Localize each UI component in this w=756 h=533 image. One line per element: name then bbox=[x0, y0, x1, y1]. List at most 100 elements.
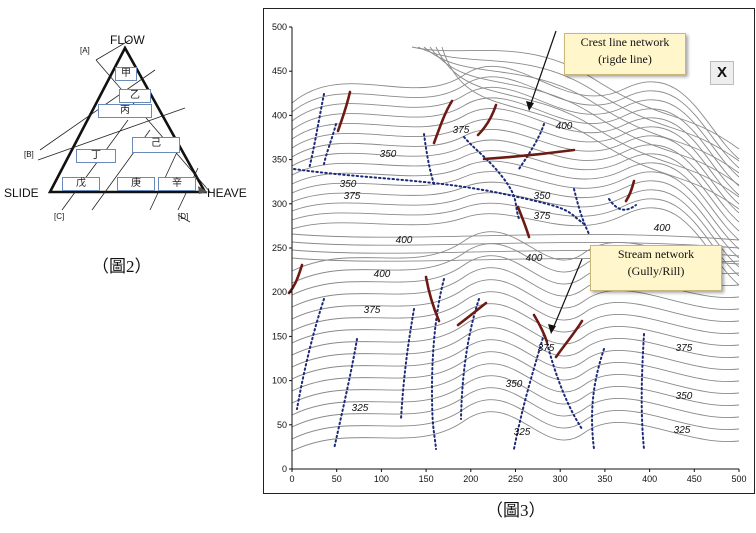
x-tick-label: 50 bbox=[332, 474, 342, 484]
contour-line bbox=[291, 351, 740, 392]
crest-line-callout: Crest line network (rigde line) bbox=[564, 33, 686, 75]
contour-label: 325 bbox=[514, 427, 531, 438]
ternary-cell-jia: 甲 bbox=[115, 67, 137, 81]
contour-label: 400 bbox=[556, 121, 573, 132]
contour-line bbox=[429, 46, 740, 186]
stream-arrow-head bbox=[548, 324, 556, 334]
crest-callout-sub: (rigde line) bbox=[598, 52, 652, 66]
contour-line bbox=[291, 387, 740, 428]
marker-b: [B] bbox=[24, 150, 34, 159]
guide-line-a bbox=[95, 59, 211, 193]
guide-line-a2 bbox=[39, 69, 156, 151]
marker-c: [C] bbox=[54, 212, 65, 221]
stream-line bbox=[608, 198, 637, 211]
figure2-caption: （圖2） bbox=[92, 257, 152, 276]
stream-line bbox=[400, 308, 415, 420]
x-tick-label: 500 bbox=[731, 474, 746, 484]
y-tick-label: 50 bbox=[277, 420, 287, 430]
ternary-outer-triangle bbox=[47, 45, 208, 194]
contour-line bbox=[291, 76, 740, 169]
marker-a: [A] bbox=[80, 46, 90, 55]
y-tick-label: 0 bbox=[282, 464, 287, 474]
y-tick-label: 200 bbox=[272, 287, 287, 297]
contour-label: 350 bbox=[340, 179, 357, 190]
x-tick-label: 200 bbox=[463, 474, 478, 484]
crest-line bbox=[516, 205, 531, 239]
stream-line bbox=[591, 348, 605, 450]
crest-line bbox=[482, 148, 576, 161]
contour-line bbox=[291, 129, 740, 214]
contour-label: 350 bbox=[676, 391, 693, 402]
y-tick-label: 450 bbox=[272, 66, 287, 76]
contour-label: 350 bbox=[534, 191, 551, 202]
contour-line bbox=[417, 46, 740, 162]
contour-line bbox=[291, 207, 740, 286]
crest-callout-title: Crest line network bbox=[580, 35, 670, 49]
contour-label: 350 bbox=[506, 379, 523, 390]
stream-line bbox=[293, 168, 585, 225]
contour-line bbox=[291, 86, 740, 178]
stream-line bbox=[430, 278, 445, 450]
x-tick-label: 100 bbox=[374, 474, 389, 484]
stream-line bbox=[513, 333, 545, 450]
contour-lines bbox=[291, 46, 740, 452]
contour-label: 325 bbox=[674, 425, 691, 436]
contour-line bbox=[291, 375, 740, 416]
ternary-cell-geng: 庚 bbox=[117, 177, 155, 191]
crest-line bbox=[432, 99, 454, 145]
contour-line bbox=[291, 327, 740, 368]
stream-callout-sub: (Gully/Rill) bbox=[627, 264, 685, 278]
contour-line bbox=[291, 160, 740, 241]
ternary-cell-bing: 丙 bbox=[98, 104, 152, 118]
contour-line bbox=[291, 97, 740, 187]
ternary-cell-ji: 己 bbox=[132, 137, 180, 153]
contour-label: 375 bbox=[534, 211, 551, 222]
heave-arrow-icon bbox=[198, 186, 208, 194]
stream-callout-arrow bbox=[551, 258, 583, 332]
y-tick-label: 350 bbox=[272, 155, 287, 165]
y-tick-label: 100 bbox=[272, 376, 287, 386]
crest-callout-arrow bbox=[528, 30, 557, 110]
contour-label: 400 bbox=[396, 235, 413, 246]
stream-callout-title: Stream network bbox=[617, 247, 695, 261]
contour-line bbox=[291, 107, 740, 196]
vertex-label-flow: FLOW bbox=[110, 33, 145, 47]
stream-line bbox=[545, 338, 583, 430]
contour-label: 400 bbox=[654, 223, 671, 234]
contour-line bbox=[435, 46, 740, 198]
contour-line bbox=[291, 339, 740, 380]
y-tick-label: 250 bbox=[272, 243, 287, 253]
ternary-cell-ding: 丁 bbox=[76, 149, 116, 163]
contour-line bbox=[291, 171, 740, 250]
contour-line bbox=[291, 291, 740, 332]
y-tick-label: 300 bbox=[272, 199, 287, 209]
contour-label: 350 bbox=[380, 149, 397, 160]
contour-label: 400 bbox=[526, 253, 543, 264]
vertex-label-slide: SLIDE bbox=[4, 186, 39, 200]
crest-line bbox=[476, 103, 498, 137]
contour-label: 325 bbox=[352, 403, 369, 414]
stream-line bbox=[296, 298, 325, 410]
corner-x-mark: X bbox=[710, 61, 734, 85]
crest-line bbox=[336, 90, 352, 133]
contour-line bbox=[411, 46, 740, 150]
contour-line bbox=[291, 150, 740, 232]
contour-line bbox=[291, 303, 740, 344]
guide-line-b bbox=[37, 107, 186, 161]
crest-line bbox=[456, 301, 488, 327]
marker-d: [D] bbox=[178, 212, 189, 221]
contour-line bbox=[441, 46, 740, 210]
marker-d-pointer bbox=[177, 214, 191, 223]
stream-line bbox=[573, 188, 590, 235]
x-tick-label: 0 bbox=[289, 474, 294, 484]
stream-line bbox=[323, 123, 337, 165]
guide-line-right bbox=[95, 39, 131, 61]
contour-label: 375 bbox=[538, 343, 555, 354]
contour-line bbox=[291, 180, 740, 259]
stream-line bbox=[308, 93, 325, 170]
contour-line bbox=[291, 189, 740, 268]
